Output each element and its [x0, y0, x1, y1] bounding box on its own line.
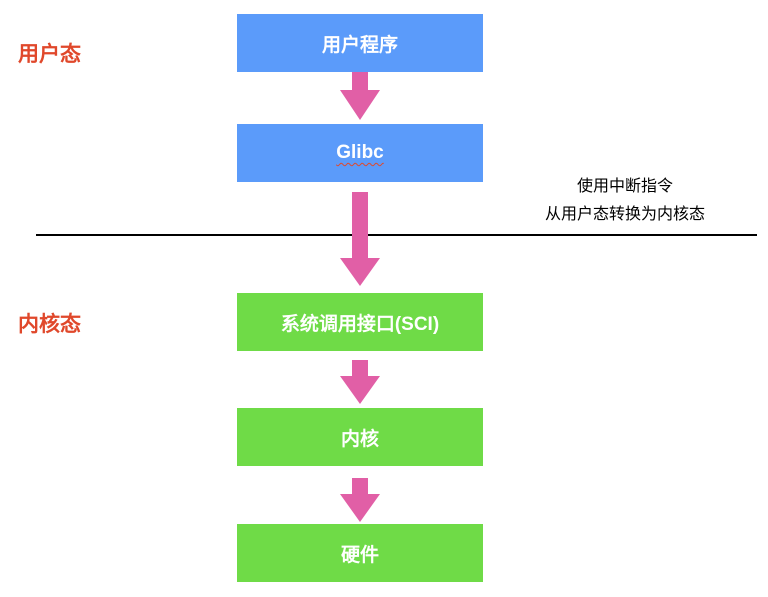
sci-box: 系统调用接口(SCI) — [237, 293, 483, 351]
arrow-glibc-to-sci — [340, 192, 380, 286]
kernel-label: 内核 — [340, 428, 379, 450]
kernel-space-label: 内核态 — [18, 312, 81, 336]
transition-note-line-1: 使用中断指令 — [576, 176, 673, 195]
user-program-label: 用户程序 — [321, 34, 398, 56]
hardware-box: 硬件 — [237, 524, 483, 582]
arrow-user-program-to-glibc — [340, 72, 380, 120]
sci-label: 系统调用接口(SCI) — [280, 313, 440, 335]
user-space-label: 用户态 — [18, 42, 81, 66]
arrow-kernel-to-hardware — [340, 478, 380, 522]
kernel-box: 内核 — [237, 408, 483, 466]
transition-note: 使用中断指令 从用户态转换为内核态 — [505, 172, 745, 228]
glibc-box: Glibc — [237, 124, 483, 182]
user-kernel-divider — [36, 234, 757, 236]
user-program-box: 用户程序 — [237, 14, 483, 72]
glibc-label: Glibc — [336, 142, 384, 163]
transition-note-line-2: 从用户态转换为内核态 — [544, 204, 705, 223]
arrow-sci-to-kernel — [340, 360, 380, 404]
hardware-label: 硬件 — [340, 544, 379, 566]
